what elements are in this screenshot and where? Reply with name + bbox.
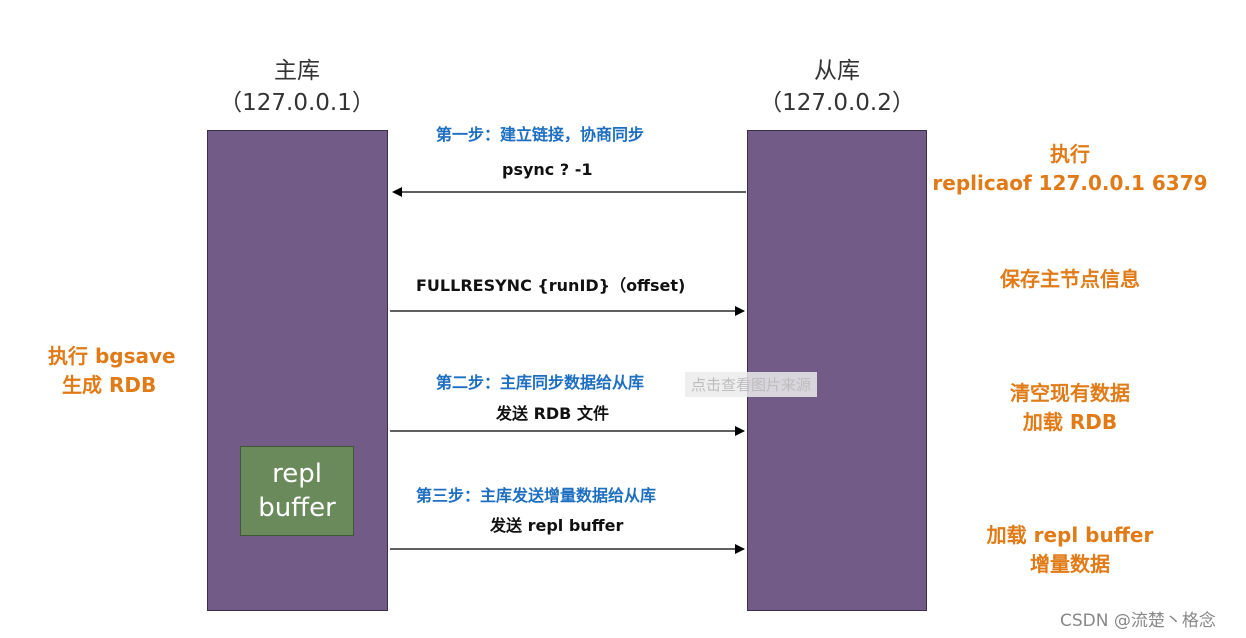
psync-label: psync ? -1 bbox=[502, 160, 593, 179]
slave-title: 从库 bbox=[814, 58, 860, 84]
slave-save-info-note: 保存主节点信息 bbox=[1000, 267, 1140, 291]
master-bgsave-line2: 生成 RDB bbox=[62, 373, 157, 397]
slave-box bbox=[747, 130, 927, 611]
step3-label: 第三步：主库发送增量数据给从库 bbox=[416, 486, 657, 505]
slave-load-buffer-note: 加载 repl buffer 增量数据 bbox=[930, 521, 1210, 579]
slave-exec-line1: 执行 bbox=[1050, 142, 1090, 166]
step2-label: 第二步：主库同步数据给从库 bbox=[436, 373, 645, 392]
image-source-watermark: 点击查看图片来源 bbox=[685, 372, 818, 397]
repl-buffer-line2: buffer bbox=[258, 493, 336, 523]
fullresync-label: FULLRESYNC {runID}（offset) bbox=[416, 276, 686, 295]
master-bgsave-note: 执行 bgsave 生成 RDB bbox=[48, 342, 176, 400]
master-bgsave-line1: 执行 bgsave bbox=[48, 344, 176, 368]
repl-buffer-line1: repl bbox=[272, 459, 322, 489]
send-rdb-label: 发送 RDB 文件 bbox=[496, 404, 609, 423]
slave-clear-line1: 清空现有数据 bbox=[1010, 381, 1130, 405]
step1-label: 第一步：建立链接，协商同步 bbox=[436, 125, 645, 144]
master-address: （127.0.0.1） bbox=[219, 90, 375, 116]
slave-load-line1: 加载 repl buffer bbox=[986, 523, 1154, 547]
send-buffer-label: 发送 repl buffer bbox=[490, 516, 624, 535]
slave-load-line2: 增量数据 bbox=[1030, 552, 1110, 576]
slave-clear-note: 清空现有数据 加载 RDB bbox=[930, 379, 1210, 437]
csdn-credit-watermark: CSDN @流楚丶格念 bbox=[1060, 611, 1216, 631]
repl-buffer-box: repl buffer bbox=[240, 446, 354, 536]
master-title: 主库 bbox=[274, 58, 320, 84]
slave-exec-note: 执行 replicaof 127.0.0.1 6379 bbox=[930, 140, 1210, 198]
slave-address: （127.0.0.2） bbox=[759, 90, 915, 116]
slave-exec-line2: replicaof 127.0.0.1 6379 bbox=[932, 171, 1208, 195]
slave-clear-line2: 加载 RDB bbox=[1022, 410, 1118, 434]
